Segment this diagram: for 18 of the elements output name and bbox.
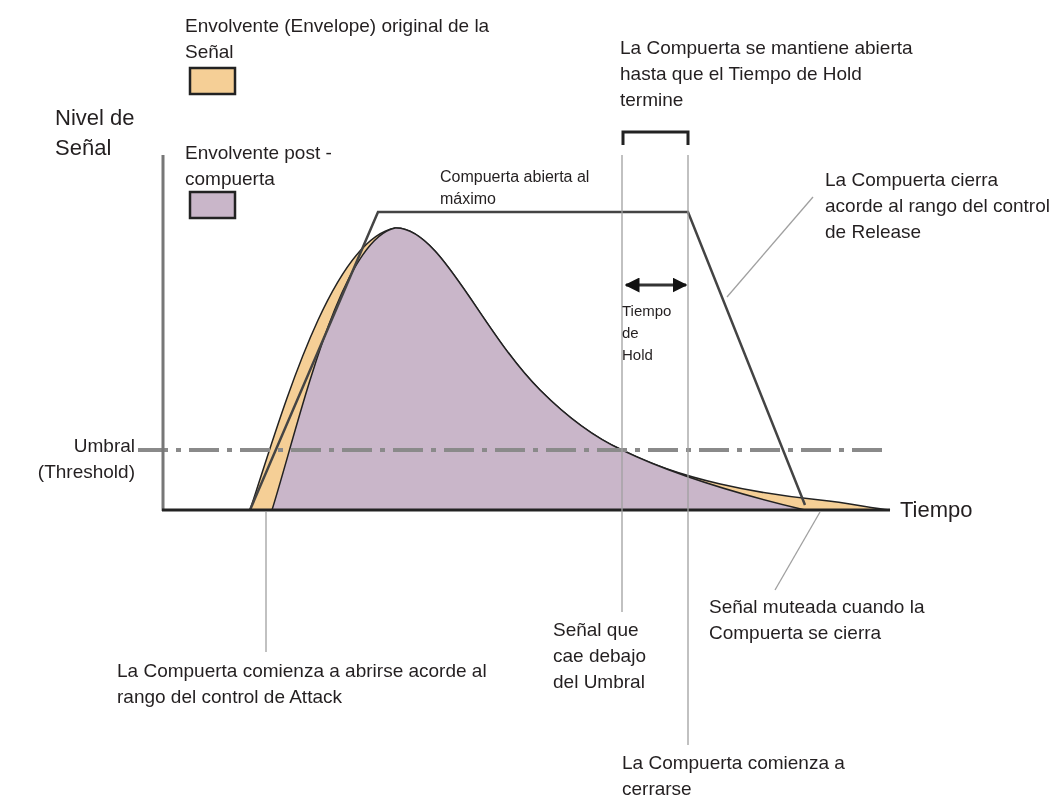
axis-label: Nivel de Señal	[55, 104, 136, 162]
leader-line	[726, 196, 814, 298]
callout-text: Señal muteada cuando la Compuerta se cierra	[709, 594, 939, 646]
annotation-text: Compuerta abierta al máximo	[440, 167, 591, 209]
callout-text: La Compuerta comienza a cerrarse	[622, 750, 852, 802]
legend-label: Envolvente post - compuerta	[185, 141, 333, 191]
callout-text: La Compuerta cierra acorde al rango del control de Release	[825, 167, 1055, 245]
annotation-text: Tiempo de Hold	[622, 301, 672, 365]
leader-line	[774, 511, 821, 591]
axis-label: Tiempo	[900, 496, 974, 524]
leader-line	[687, 154, 689, 746]
leader-line	[621, 154, 623, 613]
leader-line	[265, 511, 267, 653]
callout-text: Señal que cae debajo del Umbral	[553, 617, 653, 695]
callout-text: La Compuerta comienza a abrirse acorde al rango del control de Attack	[117, 658, 497, 710]
legend-label: Envolvente (Envelope) original de la Señal	[185, 14, 491, 64]
annotation-text: La Compuerta se mantiene abierta hasta que el Tiempo de Hold termine	[620, 36, 914, 112]
threshold-label: Umbral (Threshold)	[36, 434, 135, 484]
